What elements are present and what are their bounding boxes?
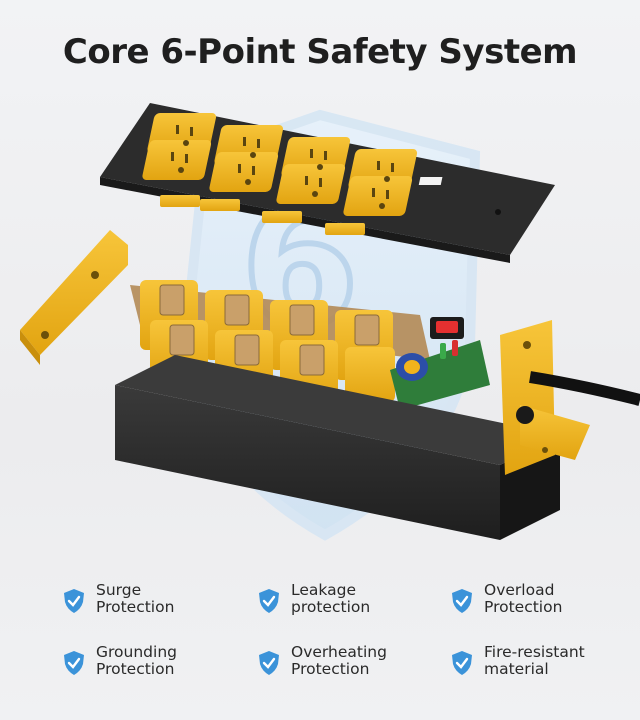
features-grid: Surge Protection Leakage protection Over…	[0, 582, 640, 692]
left-end-cap	[20, 230, 128, 365]
feature-label: Surge Protection	[96, 581, 175, 616]
shield-check-icon	[259, 589, 279, 613]
shield-check-icon	[452, 651, 472, 675]
power-strip-exploded-illustration: 6	[20, 103, 640, 541]
feature-label: Overheating Protection	[291, 643, 387, 678]
right-end-cap	[500, 320, 590, 475]
feature-label: Fire-resistant material	[484, 643, 585, 678]
power-cord	[529, 371, 640, 406]
shield-check-icon	[452, 589, 472, 613]
feature-fire-resistant: Fire-resistant material	[450, 644, 594, 678]
feature-overload: Overload Protection	[450, 582, 594, 616]
shield-check-icon	[64, 589, 84, 613]
cover-tabs	[160, 195, 365, 235]
feature-grounding: Grounding Protection	[62, 644, 206, 678]
shield-check-icon	[64, 651, 84, 675]
shield-check-icon	[259, 651, 279, 675]
cover-outlets	[142, 113, 418, 216]
feature-overheating: Overheating Protection	[257, 644, 401, 678]
feature-leakage: Leakage protection	[257, 582, 401, 616]
circuit-board	[390, 317, 490, 410]
outlet-holes	[171, 125, 394, 209]
feature-label: Overload Protection	[484, 581, 563, 616]
feature-surge: Surge Protection	[62, 582, 206, 616]
feature-label: Leakage protection	[291, 581, 371, 616]
feature-label: Grounding Protection	[96, 643, 177, 678]
power-switch-icon	[436, 321, 458, 333]
page-title: Core 6-Point Safety System	[62, 32, 578, 72]
